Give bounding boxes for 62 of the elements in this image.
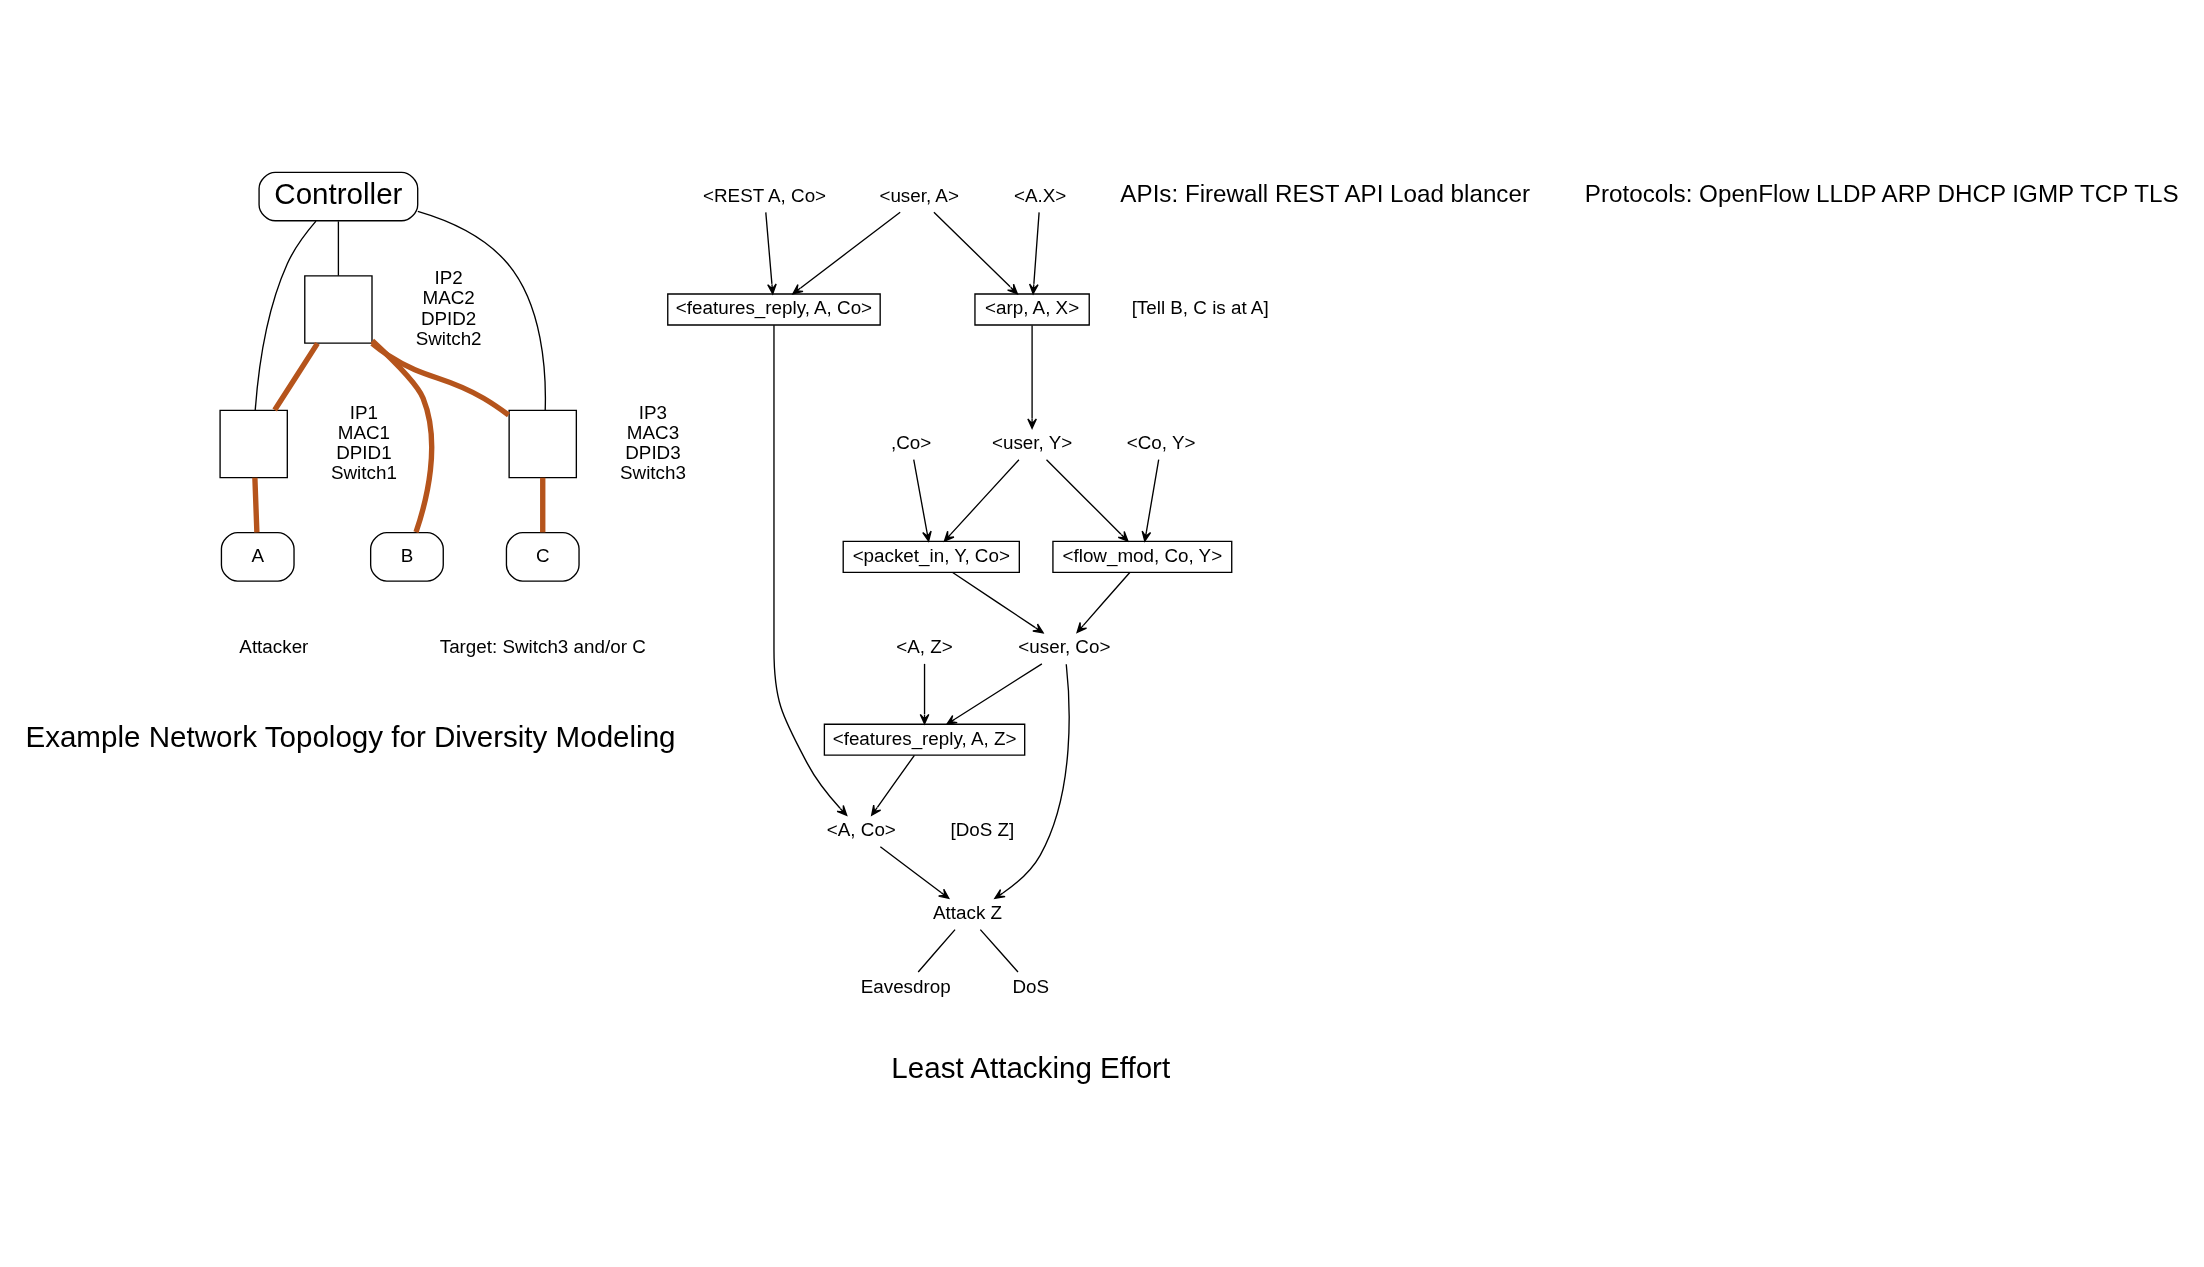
arrow: [773, 324, 848, 816]
label: Example Network Topology for Diversity Modeling: [25, 720, 676, 754]
node-text: Eavesdrop: [860, 975, 951, 997]
node-box: A: [220, 532, 295, 582]
arrow: [1045, 459, 1129, 542]
arrow: [946, 663, 1043, 725]
node-box: Controller: [258, 171, 419, 222]
node-label: IP1 MAC1 DPID1 Switch1: [331, 401, 397, 484]
arrow: [792, 211, 901, 295]
node-box: <arp, A, X>: [974, 293, 1090, 326]
node-box: <flow_mod, Co, Y>: [1052, 540, 1233, 573]
node-label: IP2 MAC2 DPID2 Switch2: [415, 267, 482, 349]
connector: [417, 210, 547, 411]
node-box: C: [505, 532, 580, 582]
node-box: [508, 409, 577, 479]
node-label: IP3 MAC3 DPID3 Switch3: [620, 401, 686, 484]
connector: [979, 928, 1019, 973]
node-box: B: [370, 532, 444, 582]
connector: [370, 341, 511, 418]
arrow: [919, 663, 930, 725]
connector: [917, 928, 956, 973]
arrow: [1076, 571, 1131, 634]
node-text: DoS: [1012, 975, 1050, 997]
node-text: Attack Z: [933, 901, 1003, 923]
node-box: <features_reply, A, Co>: [667, 293, 881, 326]
node-text: <user, A>: [879, 184, 959, 206]
label: Protocols: OpenFlow LLDP ARP DHCP IGMP TCP TLS: [1584, 180, 2179, 208]
node-text: <A, Z>: [896, 636, 953, 658]
node-text: <user, Co>: [1018, 636, 1111, 658]
connector: [252, 477, 260, 533]
node-label: Target: Switch3 and/or C: [439, 636, 646, 658]
label: APIs: Firewall REST API Load blancer: [1120, 180, 1530, 208]
node-box: [219, 409, 288, 479]
arrow: [933, 211, 1018, 295]
arrow: [994, 663, 1070, 899]
node-text: <A.X>: [1014, 184, 1067, 206]
arrow: [943, 459, 1020, 542]
node-text: ,Co>: [890, 431, 932, 453]
arrow: [1027, 324, 1037, 429]
node-label: [DoS Z]: [950, 819, 1015, 841]
node-box: <features_reply, A, Z>: [823, 723, 1026, 756]
connector: [370, 338, 435, 533]
node-text: <REST A, Co>: [703, 184, 827, 206]
connector: [540, 477, 546, 533]
node-label: [Tell B, C is at A]: [1131, 297, 1269, 319]
arrow: [879, 846, 950, 899]
label: Least Attacking Effort: [891, 1050, 1171, 1084]
node-text: <A, Co>: [826, 819, 896, 841]
arrow: [913, 459, 932, 542]
node-box: <packet_in, Y, Co>: [842, 540, 1020, 573]
node-text: <user, Y>: [991, 431, 1073, 453]
connector: [272, 341, 320, 412]
connector: [337, 220, 340, 277]
arrow: [952, 571, 1044, 634]
arrow: [1141, 459, 1160, 542]
node-label: Attacker: [239, 636, 309, 658]
arrow: [871, 754, 916, 816]
node-box: [304, 275, 373, 344]
node-text: <Co, Y>: [1126, 431, 1196, 453]
connector: [254, 220, 317, 411]
arrow: [765, 211, 777, 295]
arrow: [1028, 211, 1040, 295]
